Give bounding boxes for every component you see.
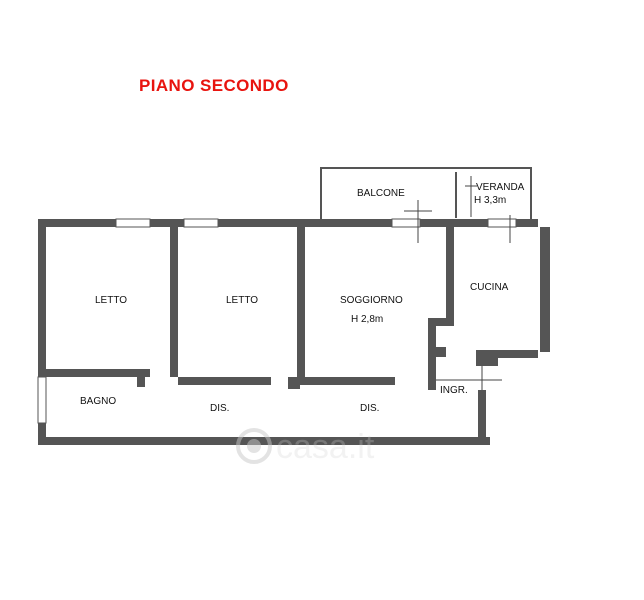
bedroom2-door-jamb	[288, 377, 300, 389]
balcony-outline-left	[320, 167, 322, 219]
outer-wall-top-3	[218, 219, 392, 227]
window-1	[115, 218, 151, 228]
outer-wall-top-2	[150, 219, 184, 227]
outer-wall-left	[38, 219, 46, 445]
room-label-balcone: BALCONE	[357, 188, 405, 199]
kitchen-wall-bottom	[476, 350, 538, 358]
bedroom1-wall-bottom	[46, 369, 150, 377]
outer-wall-top-1	[38, 219, 116, 227]
casa-logo-icon	[236, 428, 272, 464]
right-wall-stub	[540, 227, 550, 352]
room-height-soggiorno: H 2,8m	[351, 314, 383, 325]
outer-wall-top-4	[420, 219, 488, 227]
balcony-divider	[455, 172, 457, 218]
bedroom1-wall-right	[170, 227, 178, 377]
window-2	[183, 218, 219, 228]
bedroom2-wall-bottom	[178, 377, 271, 385]
window-4	[487, 218, 517, 228]
outer-wall-top-5	[516, 219, 538, 227]
room-height-veranda: H 3,3m	[474, 195, 506, 206]
room-label-veranda: VERANDA	[476, 182, 525, 193]
kitchen-step-bottom	[476, 358, 498, 366]
room-label-bagno: BAGNO	[80, 396, 116, 407]
veranda-outline-right	[530, 167, 532, 219]
room-label-cucina: CUCINA	[470, 282, 509, 293]
room-label-dis-2: DIS.	[360, 403, 379, 414]
room-label-letto-2: LETTO	[226, 295, 258, 306]
living-wall-jog	[428, 318, 454, 326]
living-wall-bottom	[305, 377, 395, 385]
balcony-outline-top	[321, 167, 531, 169]
room-label-ingr: INGR.	[440, 385, 468, 396]
outer-wall-right-stub	[478, 390, 486, 445]
window-3	[391, 218, 421, 228]
living-wall-right-upper	[446, 227, 454, 323]
floor-title: PIANO SECONDO	[139, 76, 289, 95]
watermark: casa.it	[236, 428, 375, 466]
outer-wall-bottom	[38, 437, 490, 445]
living-door-jamb	[432, 347, 446, 357]
room-label-dis-1: DIS.	[210, 403, 229, 414]
watermark-text: casa.it	[276, 428, 375, 466]
bagno-wall-right	[137, 369, 145, 387]
room-label-soggiorno: SOGGIORNO	[340, 295, 403, 306]
bedroom2-wall-right	[297, 227, 305, 385]
room-label-letto-1: LETTO	[95, 295, 127, 306]
window-bagno	[37, 376, 47, 424]
